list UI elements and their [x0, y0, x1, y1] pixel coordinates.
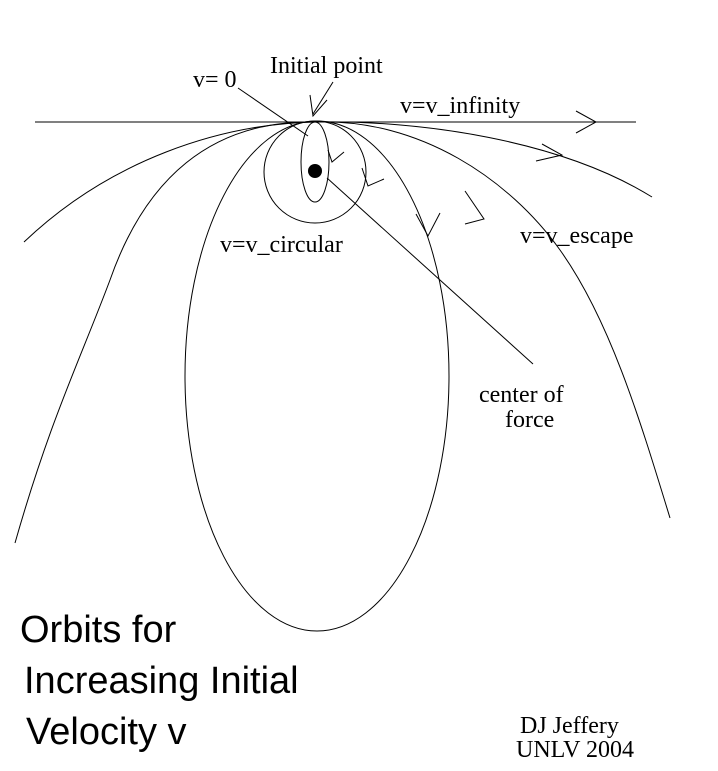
arrow-inner: [327, 149, 345, 163]
v-zero-pointer-line: [237, 87, 309, 137]
orbit-v-escape: [314, 121, 671, 519]
label-center-line2: force: [505, 407, 554, 433]
initial-point-arrowhead: [309, 94, 328, 118]
orbit-hyperbola: [314, 121, 653, 198]
label-initial-point: Initial point: [270, 53, 383, 79]
label-v-zero: v= 0: [193, 67, 237, 93]
title-line1: Orbits for: [20, 609, 177, 651]
arrow-ellipse: [415, 212, 441, 238]
center-of-force-dot: [308, 164, 322, 178]
label-v-circular: v=v_circular: [220, 232, 343, 258]
credit-affiliation: UNLV 2004: [516, 737, 634, 763]
arrow-v-circular: [361, 167, 385, 187]
label-v-infinity: v=v_infinity: [400, 93, 520, 119]
orbit-v-escape-left: [14, 121, 316, 544]
label-v-escape: v=v_escape: [520, 223, 633, 249]
title-line2: Increasing Initial: [24, 660, 299, 702]
title-line3: Velocity v: [26, 711, 187, 753]
arrow-v-escape: [464, 190, 485, 225]
arrow-v-infinity: [575, 110, 598, 134]
center-pointer-line: [326, 177, 534, 365]
initial-point-pointer-line: [312, 81, 334, 115]
orbit-hyperbola-left: [23, 121, 316, 243]
orbit-ellipse: [184, 120, 450, 632]
arrow-hyperbola: [535, 143, 564, 162]
label-center-line1: center of: [479, 382, 564, 408]
credit-author: DJ Jeffery: [520, 713, 619, 739]
